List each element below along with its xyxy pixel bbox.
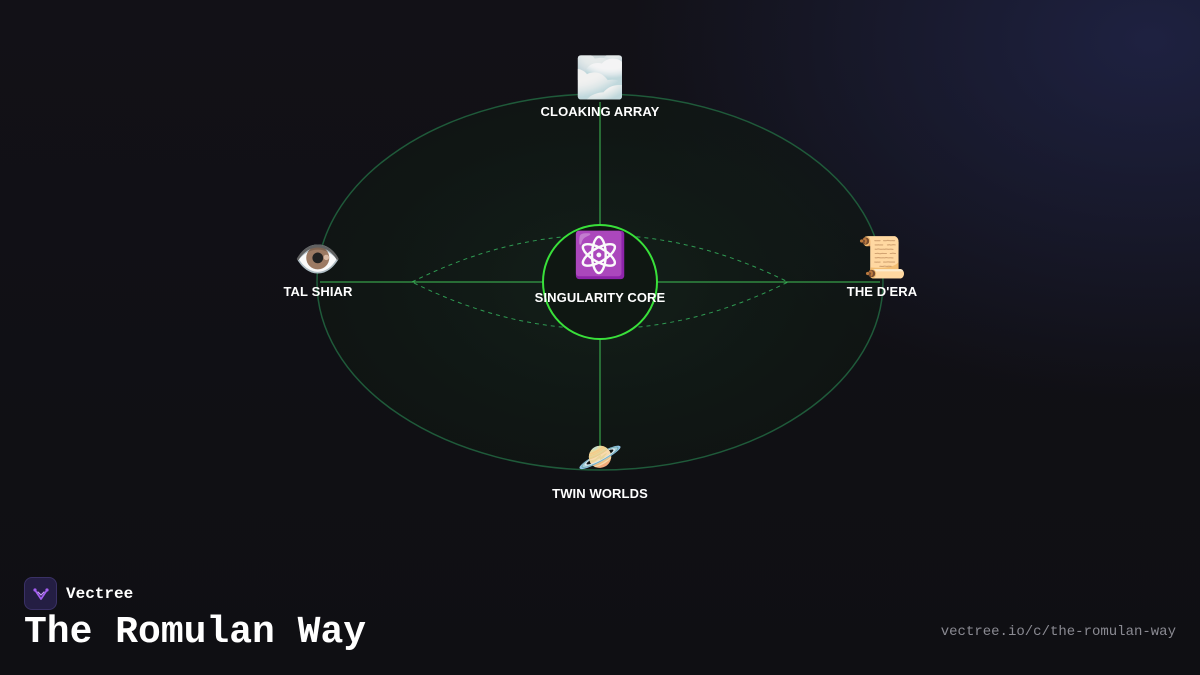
atom-icon: ⚛️ (572, 230, 628, 281)
node-singularity-core[interactable]: ⚛️ SINGULARITY CORE (534, 230, 666, 306)
node-tal-shiar[interactable]: 👁️ TAL SHIAR (283, 240, 352, 299)
ringed-planet-icon: 🪐 (577, 437, 623, 478)
eye-icon: 👁️ (294, 237, 342, 281)
node-label: TAL SHIAR (283, 284, 353, 299)
node-label: CLOAKING ARRAY (540, 104, 660, 119)
brand[interactable]: Vectree (24, 577, 133, 610)
page-url[interactable]: vectree.io/c/the-romulan-way (940, 624, 1176, 640)
vectree-logo-icon (24, 577, 57, 610)
node-label: TWIN WORLDS (552, 486, 648, 501)
node-cloaking-array[interactable]: 🌫️ CLOAKING ARRAY (541, 58, 660, 119)
node-the-dera[interactable]: 📜 THE D'ERA (847, 238, 917, 299)
fog-cloud-icon: 🌫️ (575, 55, 625, 101)
core-ring (542, 224, 658, 340)
node-label: THE D'ERA (846, 284, 918, 299)
node-label: SINGULARITY CORE (534, 290, 666, 305)
scroll-icon: 📜 (857, 235, 907, 281)
brand-name: Vectree (66, 584, 134, 603)
node-twin-worlds[interactable]: 🪐 TWIN WORLDS (552, 437, 648, 502)
page-title: The Romulan Way (24, 611, 367, 654)
